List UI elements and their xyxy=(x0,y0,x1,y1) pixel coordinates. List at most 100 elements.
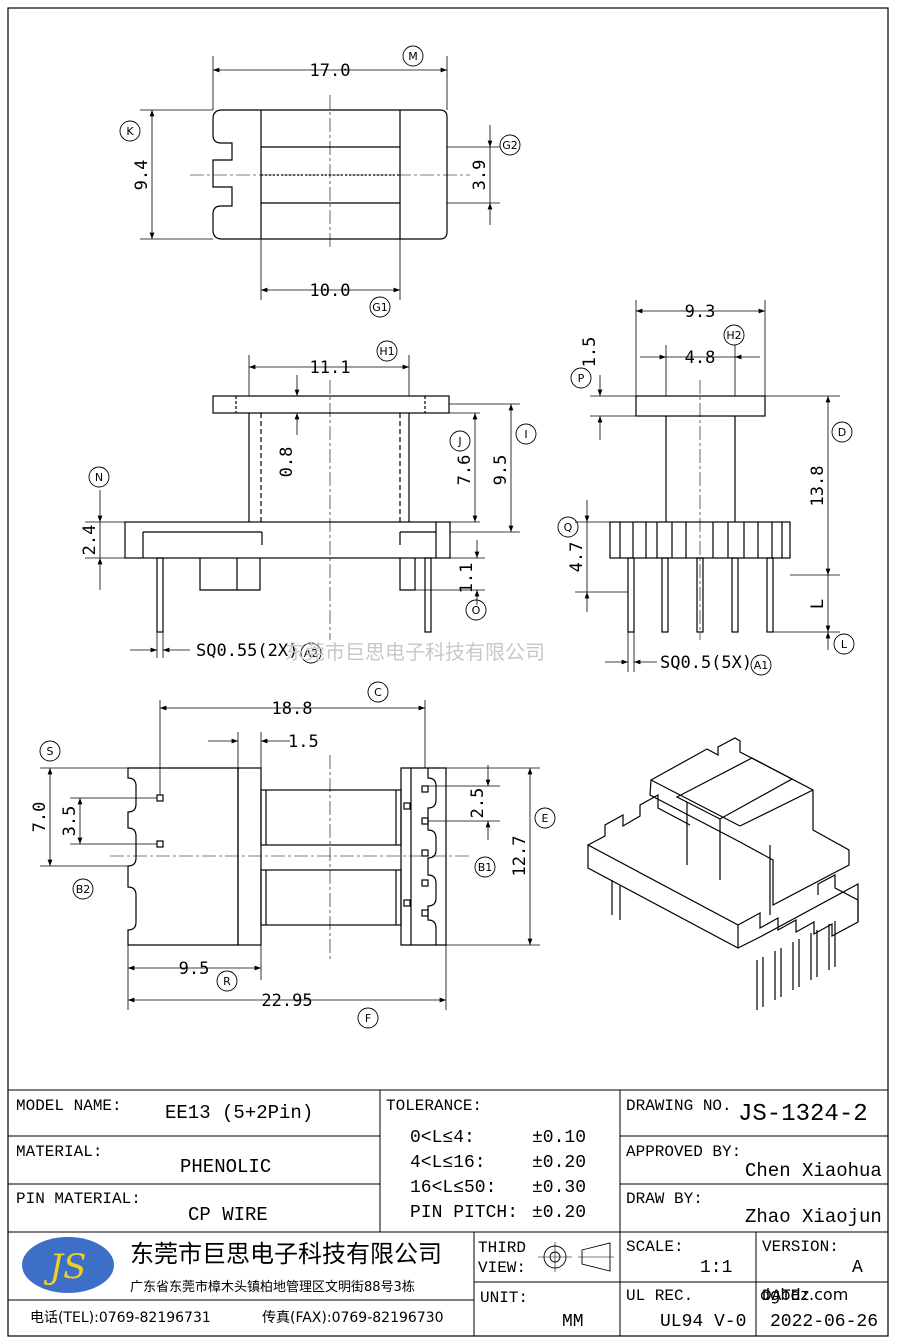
third-view-label-2: VIEW: xyxy=(478,1259,526,1277)
dim-front-o: 1.1 xyxy=(457,563,477,594)
top-view xyxy=(190,95,470,250)
side-view-dims xyxy=(575,300,840,672)
label-b2: B2 xyxy=(76,883,91,896)
label-a2: A2 xyxy=(304,647,319,660)
label-o: O xyxy=(472,604,481,617)
dim-bot-b2: 3.5 xyxy=(60,806,80,837)
label-b1: B1 xyxy=(478,861,493,874)
label-l: L xyxy=(841,638,848,651)
title-block xyxy=(8,1089,888,1336)
date-value: 2022-06-26 xyxy=(770,1312,878,1332)
unit-label: UNIT: xyxy=(480,1289,528,1307)
sheet-border xyxy=(7,7,889,1337)
title-block-text: MODEL NAME: EE13 (5+2Pin) MATERIAL: PHEN… xyxy=(16,1097,882,1332)
dim-bot-r: 9.5 xyxy=(179,959,210,979)
material-value: PHENOLIC xyxy=(180,1156,271,1178)
dim-top-core: 10.0 xyxy=(310,281,351,301)
label-k: K xyxy=(126,125,134,138)
label-a1: A1 xyxy=(754,659,769,672)
dim-front-j: 7.6 xyxy=(455,455,475,486)
dim-bot-pitch: 2.5 xyxy=(468,788,488,819)
watermark: 东莞市巨思电子科技有限公司 xyxy=(285,640,545,664)
dim-front-flange: 11.1 xyxy=(310,358,351,378)
projection-symbol-icon xyxy=(538,1242,614,1272)
dim-front-pin: SQ0.55(2X) xyxy=(196,641,298,661)
tol-value-3: ±0.30 xyxy=(532,1178,586,1198)
model-name-label: MODEL NAME: xyxy=(16,1097,122,1115)
company-logo: JS xyxy=(22,1237,114,1293)
company-fax: 传真(FAX):0769-82196730 xyxy=(262,1310,444,1326)
logo-ellipse xyxy=(22,1237,114,1293)
label-m: M xyxy=(408,50,418,63)
company-tel: 电话(TEL):0769-82196731 xyxy=(30,1310,211,1326)
dim-front-base: 2.4 xyxy=(80,525,100,556)
dim-bot-e: 12.7 xyxy=(510,836,530,877)
label-j: J xyxy=(457,435,461,448)
tol-value-4: ±0.20 xyxy=(532,1203,586,1223)
dim-side-p: 1.5 xyxy=(580,337,600,368)
dimension-text: 17.0 9.4 3.9 10.0 11.1 0.8 7.6 9.5 2.4 1… xyxy=(30,61,828,1011)
version-label: VERSION: xyxy=(762,1238,839,1256)
scale-value: 1:1 xyxy=(700,1258,732,1278)
version-value: A xyxy=(852,1258,863,1278)
label-h1: H1 xyxy=(379,345,394,358)
logo-text: JS xyxy=(44,1247,87,1287)
dim-side-width: 9.3 xyxy=(685,302,716,322)
draw-by-label: DRAW BY: xyxy=(626,1190,703,1208)
draw-by-value: Zhao Xiaojun xyxy=(745,1206,882,1228)
front-view xyxy=(124,380,451,640)
dim-side-pin: SQ0.5(5X) xyxy=(660,653,752,673)
date-label: DATE: xyxy=(762,1287,810,1305)
dim-side-l: L xyxy=(808,599,828,609)
company-address: 广东省东莞市樟木头镇柏地管理区文明街88号3栋 xyxy=(130,1279,415,1295)
tol-range-1: 0<L≤4: xyxy=(410,1128,475,1148)
bottom-view-dims xyxy=(40,700,540,1010)
side-view xyxy=(609,380,791,640)
tolerance-label: TOLERANCE: xyxy=(386,1097,482,1115)
top-view-dims xyxy=(140,56,500,300)
dim-bot-f: 22.95 xyxy=(261,991,312,1011)
tol-value-2: ±0.20 xyxy=(532,1153,586,1173)
dim-top-width: 17.0 xyxy=(310,61,351,81)
pin-material-value: CP WIRE xyxy=(188,1204,268,1226)
circled-labels xyxy=(39,45,855,1029)
dim-top-slot: 3.9 xyxy=(470,160,490,191)
material-label: MATERIAL: xyxy=(16,1143,102,1161)
label-s: S xyxy=(47,745,54,758)
dim-side-d: 13.8 xyxy=(808,466,828,507)
tol-range-4: PIN PITCH: xyxy=(410,1203,518,1223)
label-g1: G1 xyxy=(372,301,388,314)
label-n: N xyxy=(95,471,103,484)
ul-label: UL REC. xyxy=(626,1287,693,1305)
label-q: Q xyxy=(564,521,573,534)
label-g2: G2 xyxy=(502,139,518,152)
label-h2: H2 xyxy=(726,329,741,342)
dim-bot-pin: 1.5 xyxy=(288,732,319,752)
pin-material-label: PIN MATERIAL: xyxy=(16,1190,141,1208)
label-e: E xyxy=(542,812,549,825)
ul-value: UL94 V-0 xyxy=(660,1312,746,1332)
label-r: R xyxy=(223,975,231,988)
dim-top-height: 9.4 xyxy=(132,160,152,191)
tol-range-3: 16<L≤50: xyxy=(410,1178,496,1198)
site-watermark: dgbdz.com xyxy=(760,1285,848,1304)
approved-label: APPROVED BY: xyxy=(626,1143,741,1161)
label-f: F xyxy=(365,1012,371,1025)
label-p: P xyxy=(578,372,585,385)
drawing-no-value: JS-1324-2 xyxy=(738,1101,868,1128)
tol-range-2: 4<L≤16: xyxy=(410,1153,486,1173)
drawing-no-label: DRAWING NO. xyxy=(626,1097,732,1115)
unit-value: MM xyxy=(562,1312,584,1332)
dim-side-q: 4.7 xyxy=(567,542,587,573)
approved-value: Chen Xiaohua xyxy=(745,1160,882,1182)
third-view-label-1: THIRD xyxy=(478,1239,526,1257)
dim-bot-c: 18.8 xyxy=(272,699,313,719)
dim-front-gap: 0.8 xyxy=(277,447,297,478)
label-c: C xyxy=(374,686,382,699)
label-i: I xyxy=(524,428,527,441)
dim-front-i: 9.5 xyxy=(491,455,511,486)
circled-label-text: M K G2 G1 H1 J I N O A2 H2 P D Q L A1 C … xyxy=(47,50,848,1025)
scale-label: SCALE: xyxy=(626,1238,684,1256)
company-name: 东莞市巨思电子科技有限公司 xyxy=(130,1240,442,1268)
